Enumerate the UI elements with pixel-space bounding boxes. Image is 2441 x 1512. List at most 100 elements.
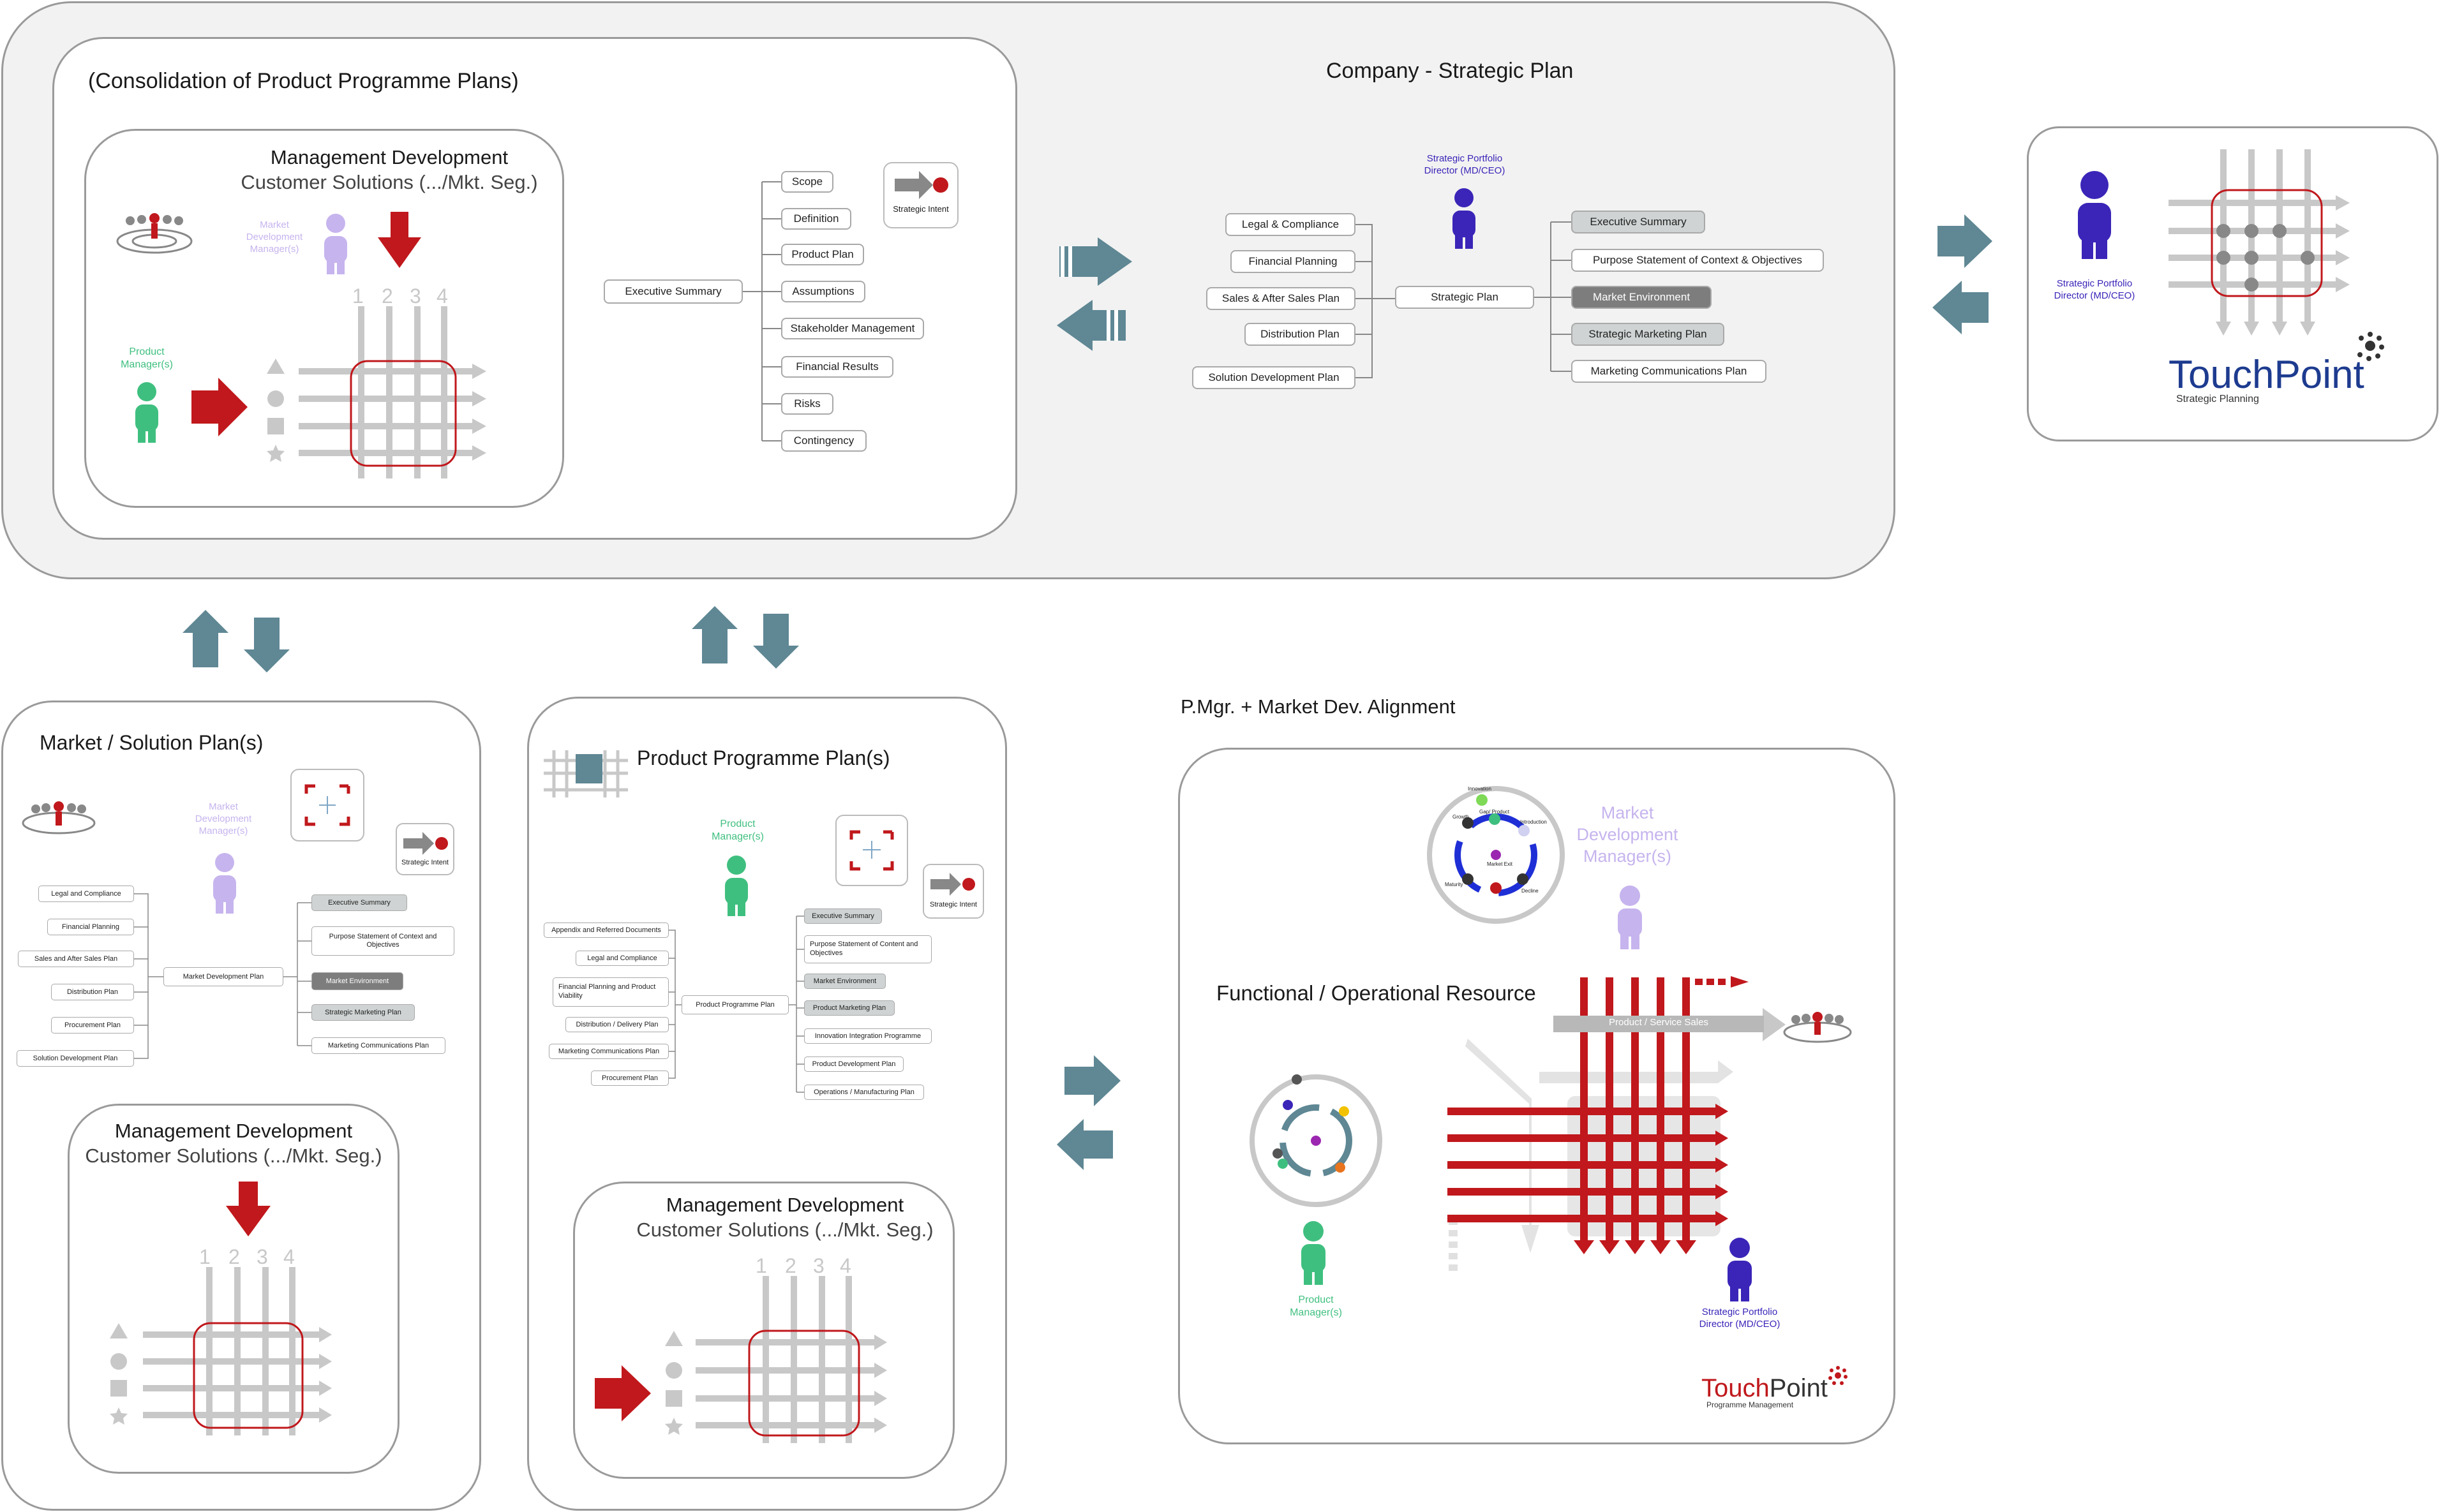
four-corner-icon-ms bbox=[290, 769, 364, 841]
teal-arrows bbox=[183, 214, 1992, 1170]
mgmt-dev-title-top: Management Development Customer Solution… bbox=[223, 145, 555, 195]
strategic-intent-icon-ms bbox=[403, 832, 448, 855]
pp-left-distribution: Distribution / Delivery Plan bbox=[565, 1017, 669, 1032]
strat-left-sales: Sales & After Sales Plan bbox=[1206, 287, 1355, 310]
pp-right-purpose: Purpose Statement of Content and Objecti… bbox=[804, 935, 932, 963]
grid-number-pp-2: 2 bbox=[785, 1254, 796, 1277]
cycle-label-maturity: Maturity bbox=[1445, 882, 1463, 887]
lifecycle-diagram-top bbox=[1427, 786, 1565, 924]
arrow-right-to-align bbox=[1064, 1055, 1121, 1106]
ms-left-solution-dev: Solution Development Plan bbox=[17, 1050, 134, 1067]
product-manager-label-top: Product Manager(s) bbox=[121, 346, 173, 370]
grid-number-1: 1 bbox=[352, 285, 364, 308]
pp-right-product-marketing: Product Marketing Plan bbox=[804, 1000, 895, 1016]
red-arrow-down-ms bbox=[226, 1182, 271, 1236]
arrow-up-pp-1 bbox=[692, 606, 738, 663]
shape-markers-top bbox=[267, 359, 285, 462]
strat-left-financial: Financial Planning bbox=[1230, 250, 1355, 273]
pp-left-financial: Financial Planning and Product Viability bbox=[553, 977, 669, 1007]
target-crowd-icon-top bbox=[116, 213, 193, 254]
strat-left-legal: Legal & Compliance bbox=[1225, 213, 1355, 236]
market-dev-manager-label-ms: Market Development Manager(s) bbox=[195, 801, 252, 836]
grid-number-2: 2 bbox=[382, 285, 393, 308]
arrow-right-to-tp bbox=[1937, 214, 1992, 268]
grid-number-ms-1: 1 bbox=[199, 1245, 211, 1268]
strategic-plan-root: Strategic Plan bbox=[1395, 286, 1534, 309]
strat-right-strategic-marketing: Strategic Marketing Plan bbox=[1571, 323, 1724, 346]
mgmt-dev-panel-top bbox=[84, 129, 564, 508]
logo-touch-pm: Touch bbox=[1701, 1374, 1770, 1402]
exec-child-financial-results: Financial Results bbox=[781, 356, 893, 378]
priority-grid-pp bbox=[696, 1276, 887, 1443]
functional-title: Functional / Operational Resource bbox=[1216, 981, 1536, 1005]
dashed-vertical-marks bbox=[1449, 1219, 1458, 1271]
product-programme-icon bbox=[544, 750, 628, 797]
ms-right-mkt-comms: Marketing Communications Plan bbox=[311, 1037, 445, 1054]
person-icon-market-dev-ms bbox=[213, 853, 236, 914]
priority-grid-top bbox=[299, 306, 486, 478]
ms-left-sales: Sales and After Sales Plan bbox=[18, 951, 134, 967]
person-icon-product-mgr-top bbox=[135, 382, 158, 443]
shape-markers-pp bbox=[665, 1331, 683, 1435]
ms-right-exec: Executive Summary bbox=[311, 894, 407, 911]
shape-markers-ms bbox=[110, 1323, 128, 1425]
strategic-intent-label: Strategic Intent bbox=[893, 204, 949, 214]
logo-dots-icon-pm bbox=[1828, 1366, 1848, 1385]
strat-left-solution-dev: Solution Development Plan bbox=[1192, 366, 1355, 389]
exec-child-scope: Scope bbox=[781, 171, 833, 193]
strategic-intent-box-pp bbox=[923, 864, 984, 919]
product-service-sales-label: Product / Service Sales bbox=[1609, 1017, 1708, 1028]
touchpoint-logo-strategic: TouchPoint Strategic Planning bbox=[2169, 352, 2364, 405]
strat-right-market-env: Market Environment bbox=[1571, 286, 1712, 309]
product-programme-title: Product Programme Plan(s) bbox=[637, 746, 890, 769]
exec-child-risks: Risks bbox=[781, 393, 833, 415]
spd-label-top: Strategic Portfolio Director (MD/CEO) bbox=[1424, 153, 1505, 176]
market-dev-manager-label-top: Market Development Manager(s) bbox=[246, 219, 303, 255]
mgmt-dev-title-ms: Management Development Customer Solution… bbox=[85, 1120, 382, 1167]
alignment-heading: P.Mgr. + Market Dev. Alignment bbox=[1181, 695, 1456, 718]
logo-point: Point bbox=[2274, 353, 2364, 397]
logo-point-pm: Point bbox=[1769, 1374, 1828, 1402]
arrow-left-from-tp bbox=[1932, 281, 1989, 334]
person-icon-market-dev-align bbox=[1618, 886, 1642, 949]
person-icon-spd-top bbox=[1452, 188, 1475, 249]
strategic-intent-icon-top bbox=[895, 171, 948, 199]
grid-dots-tp bbox=[2216, 224, 2315, 292]
exec-child-definition: Definition bbox=[781, 208, 851, 230]
logo-sub-pm: Programme Management bbox=[1706, 1400, 1794, 1409]
red-arrow-down-top bbox=[378, 212, 421, 268]
pp-right-exec: Executive Summary bbox=[804, 908, 882, 924]
mgmt-dev-title-pp: Management Development Customer Solution… bbox=[636, 1194, 934, 1241]
red-arrow-right-top bbox=[191, 378, 248, 436]
target-crowd-icon-ms bbox=[22, 801, 96, 834]
grid-number-ms-2: 2 bbox=[228, 1245, 240, 1268]
person-icon-product-mgr-pp bbox=[725, 856, 748, 916]
red-resource-grid bbox=[1447, 976, 1749, 1254]
logo-sub: Strategic Planning bbox=[2176, 394, 2259, 404]
strat-right-mkt-comms: Marketing Communications Plan bbox=[1571, 360, 1766, 383]
strat-right-purpose: Purpose Statement of Context & Objective… bbox=[1571, 249, 1824, 272]
strategic-intent-label-pp: Strategic Intent bbox=[930, 901, 977, 908]
ms-left-distribution: Distribution Plan bbox=[51, 984, 134, 1000]
arrow-right-to-company bbox=[1059, 237, 1132, 286]
cycle-label-growth: Growth bbox=[1452, 814, 1469, 820]
target-crowd-icon-align bbox=[1783, 1012, 1852, 1043]
ms-root: Market Development Plan bbox=[163, 967, 283, 986]
cycle-label-decline: Decline bbox=[1521, 888, 1539, 894]
grid-number-4: 4 bbox=[437, 285, 448, 308]
product-service-sales-bar bbox=[1553, 1016, 1764, 1032]
logo-dots-icon bbox=[2357, 332, 2384, 361]
pp-right-market-env: Market Environment bbox=[804, 974, 886, 989]
grid-number-pp-3: 3 bbox=[813, 1254, 825, 1277]
pp-left-appendix: Appendix and Referred Documents bbox=[544, 923, 669, 938]
logo-touch: Touch bbox=[2169, 353, 2274, 397]
arrow-down-pp-1 bbox=[753, 614, 799, 669]
arrow-down-ms-1 bbox=[244, 618, 290, 672]
strategic-intent-label-ms: Strategic Intent bbox=[401, 859, 449, 866]
pp-connectors bbox=[669, 915, 804, 1093]
lifecycle-diagram-bottom bbox=[1250, 1074, 1382, 1207]
cycle-label-market-exit: Market Exit bbox=[1487, 861, 1513, 867]
red-arrow-right-pp bbox=[595, 1365, 651, 1421]
priority-grid-tp bbox=[2169, 149, 2350, 336]
